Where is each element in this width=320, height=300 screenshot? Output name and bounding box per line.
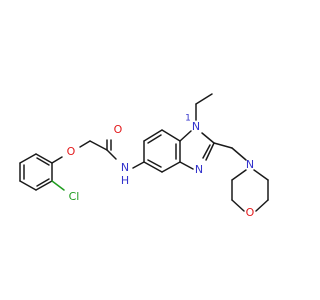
bond <box>19 180 37 191</box>
bond <box>231 169 247 181</box>
bond <box>36 157 50 166</box>
atom-n3: N <box>195 163 203 176</box>
bond-ring-o <box>51 156 63 164</box>
molecule-canvas: O O N H Cl N 1 N N O <box>19 93 269 219</box>
bond <box>231 199 245 212</box>
bond-c2-ch2 <box>213 142 233 149</box>
atom-h-amide: H <box>121 174 129 187</box>
bond-n-ring <box>132 161 145 169</box>
bond <box>161 129 181 142</box>
bond <box>143 161 163 173</box>
bond <box>179 161 194 170</box>
chlorophenyl-ring <box>19 153 53 191</box>
bond <box>147 134 162 144</box>
atom-o-carbonyl: O <box>114 123 123 136</box>
atom-n-morpholine: N <box>246 158 254 171</box>
bond <box>36 178 50 187</box>
bond <box>255 199 269 212</box>
bond-o-ch2 <box>79 140 91 148</box>
atom-n-amide: N <box>121 161 129 174</box>
morpholine-ring <box>231 169 269 212</box>
bond <box>253 169 269 181</box>
benzimidazole-benzene-ring <box>143 129 181 173</box>
molecule-structure: O O N H Cl N 1 N N O <box>19 93 269 219</box>
bond <box>202 144 211 159</box>
bond <box>35 180 53 191</box>
bond-co-n <box>106 149 117 160</box>
bond <box>161 161 181 173</box>
bond <box>179 130 192 142</box>
bond-ethyl <box>195 93 213 105</box>
bond <box>205 142 215 161</box>
bond <box>19 153 37 164</box>
atom-o-morpholine: O <box>246 206 255 219</box>
atom-n1: N <box>192 120 200 133</box>
bond-c-cl <box>51 180 65 191</box>
bond-ch2-co <box>89 140 108 151</box>
bond-ch2-n <box>231 147 247 161</box>
atom-n1-locant: 1 <box>185 114 191 124</box>
atom-o-ether: O <box>67 145 76 158</box>
bond <box>201 132 215 144</box>
bond <box>143 129 163 142</box>
atom-cl: Cl <box>69 190 80 203</box>
bond <box>147 159 162 168</box>
imidazole-ring <box>179 130 215 170</box>
bond <box>35 153 53 164</box>
